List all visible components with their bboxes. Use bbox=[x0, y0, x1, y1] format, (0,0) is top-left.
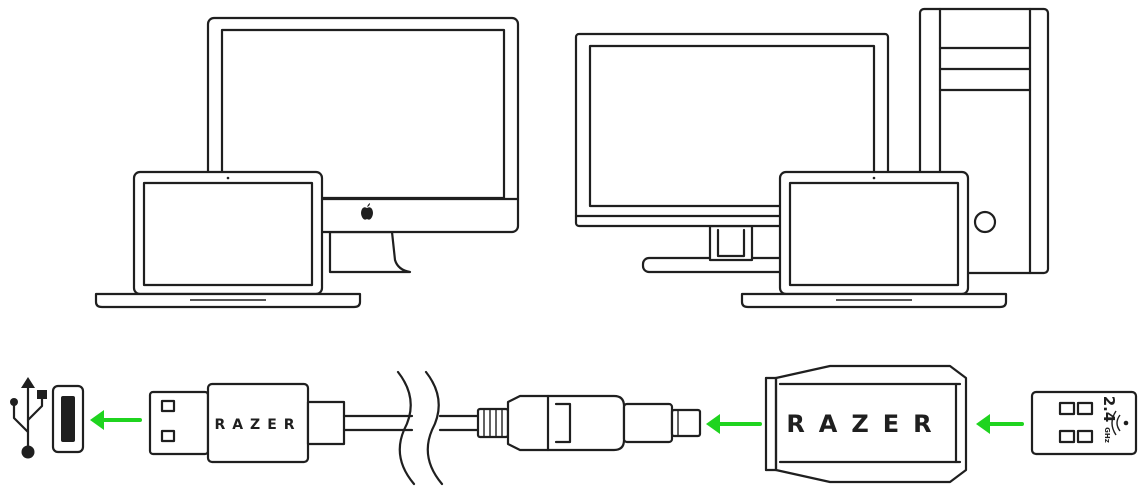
arrow-to-adapter bbox=[976, 414, 1024, 434]
wifi-icon bbox=[1111, 410, 1129, 436]
frequency-label: 2.4 bbox=[1100, 396, 1118, 423]
adapter-logo: RAZER bbox=[786, 410, 945, 438]
wireless-adapter: RAZER bbox=[764, 364, 968, 484]
micro-usb-cable-plug bbox=[476, 394, 702, 452]
arrow-to-cable bbox=[706, 414, 762, 434]
usb-a-cable-plug: RAZER bbox=[148, 382, 346, 464]
cable-logo: RAZER bbox=[214, 417, 301, 433]
wireless-dongle: 2.4 GHz bbox=[1030, 390, 1138, 456]
laptop-left bbox=[94, 170, 362, 309]
apple-logo-icon bbox=[361, 203, 373, 220]
arrow-to-usb-port bbox=[90, 410, 142, 430]
laptop-right bbox=[740, 170, 1008, 309]
usb-icon bbox=[10, 377, 47, 459]
usb-port bbox=[51, 384, 85, 454]
usb-cable bbox=[342, 370, 484, 486]
frequency-unit: GHz bbox=[1103, 427, 1111, 443]
